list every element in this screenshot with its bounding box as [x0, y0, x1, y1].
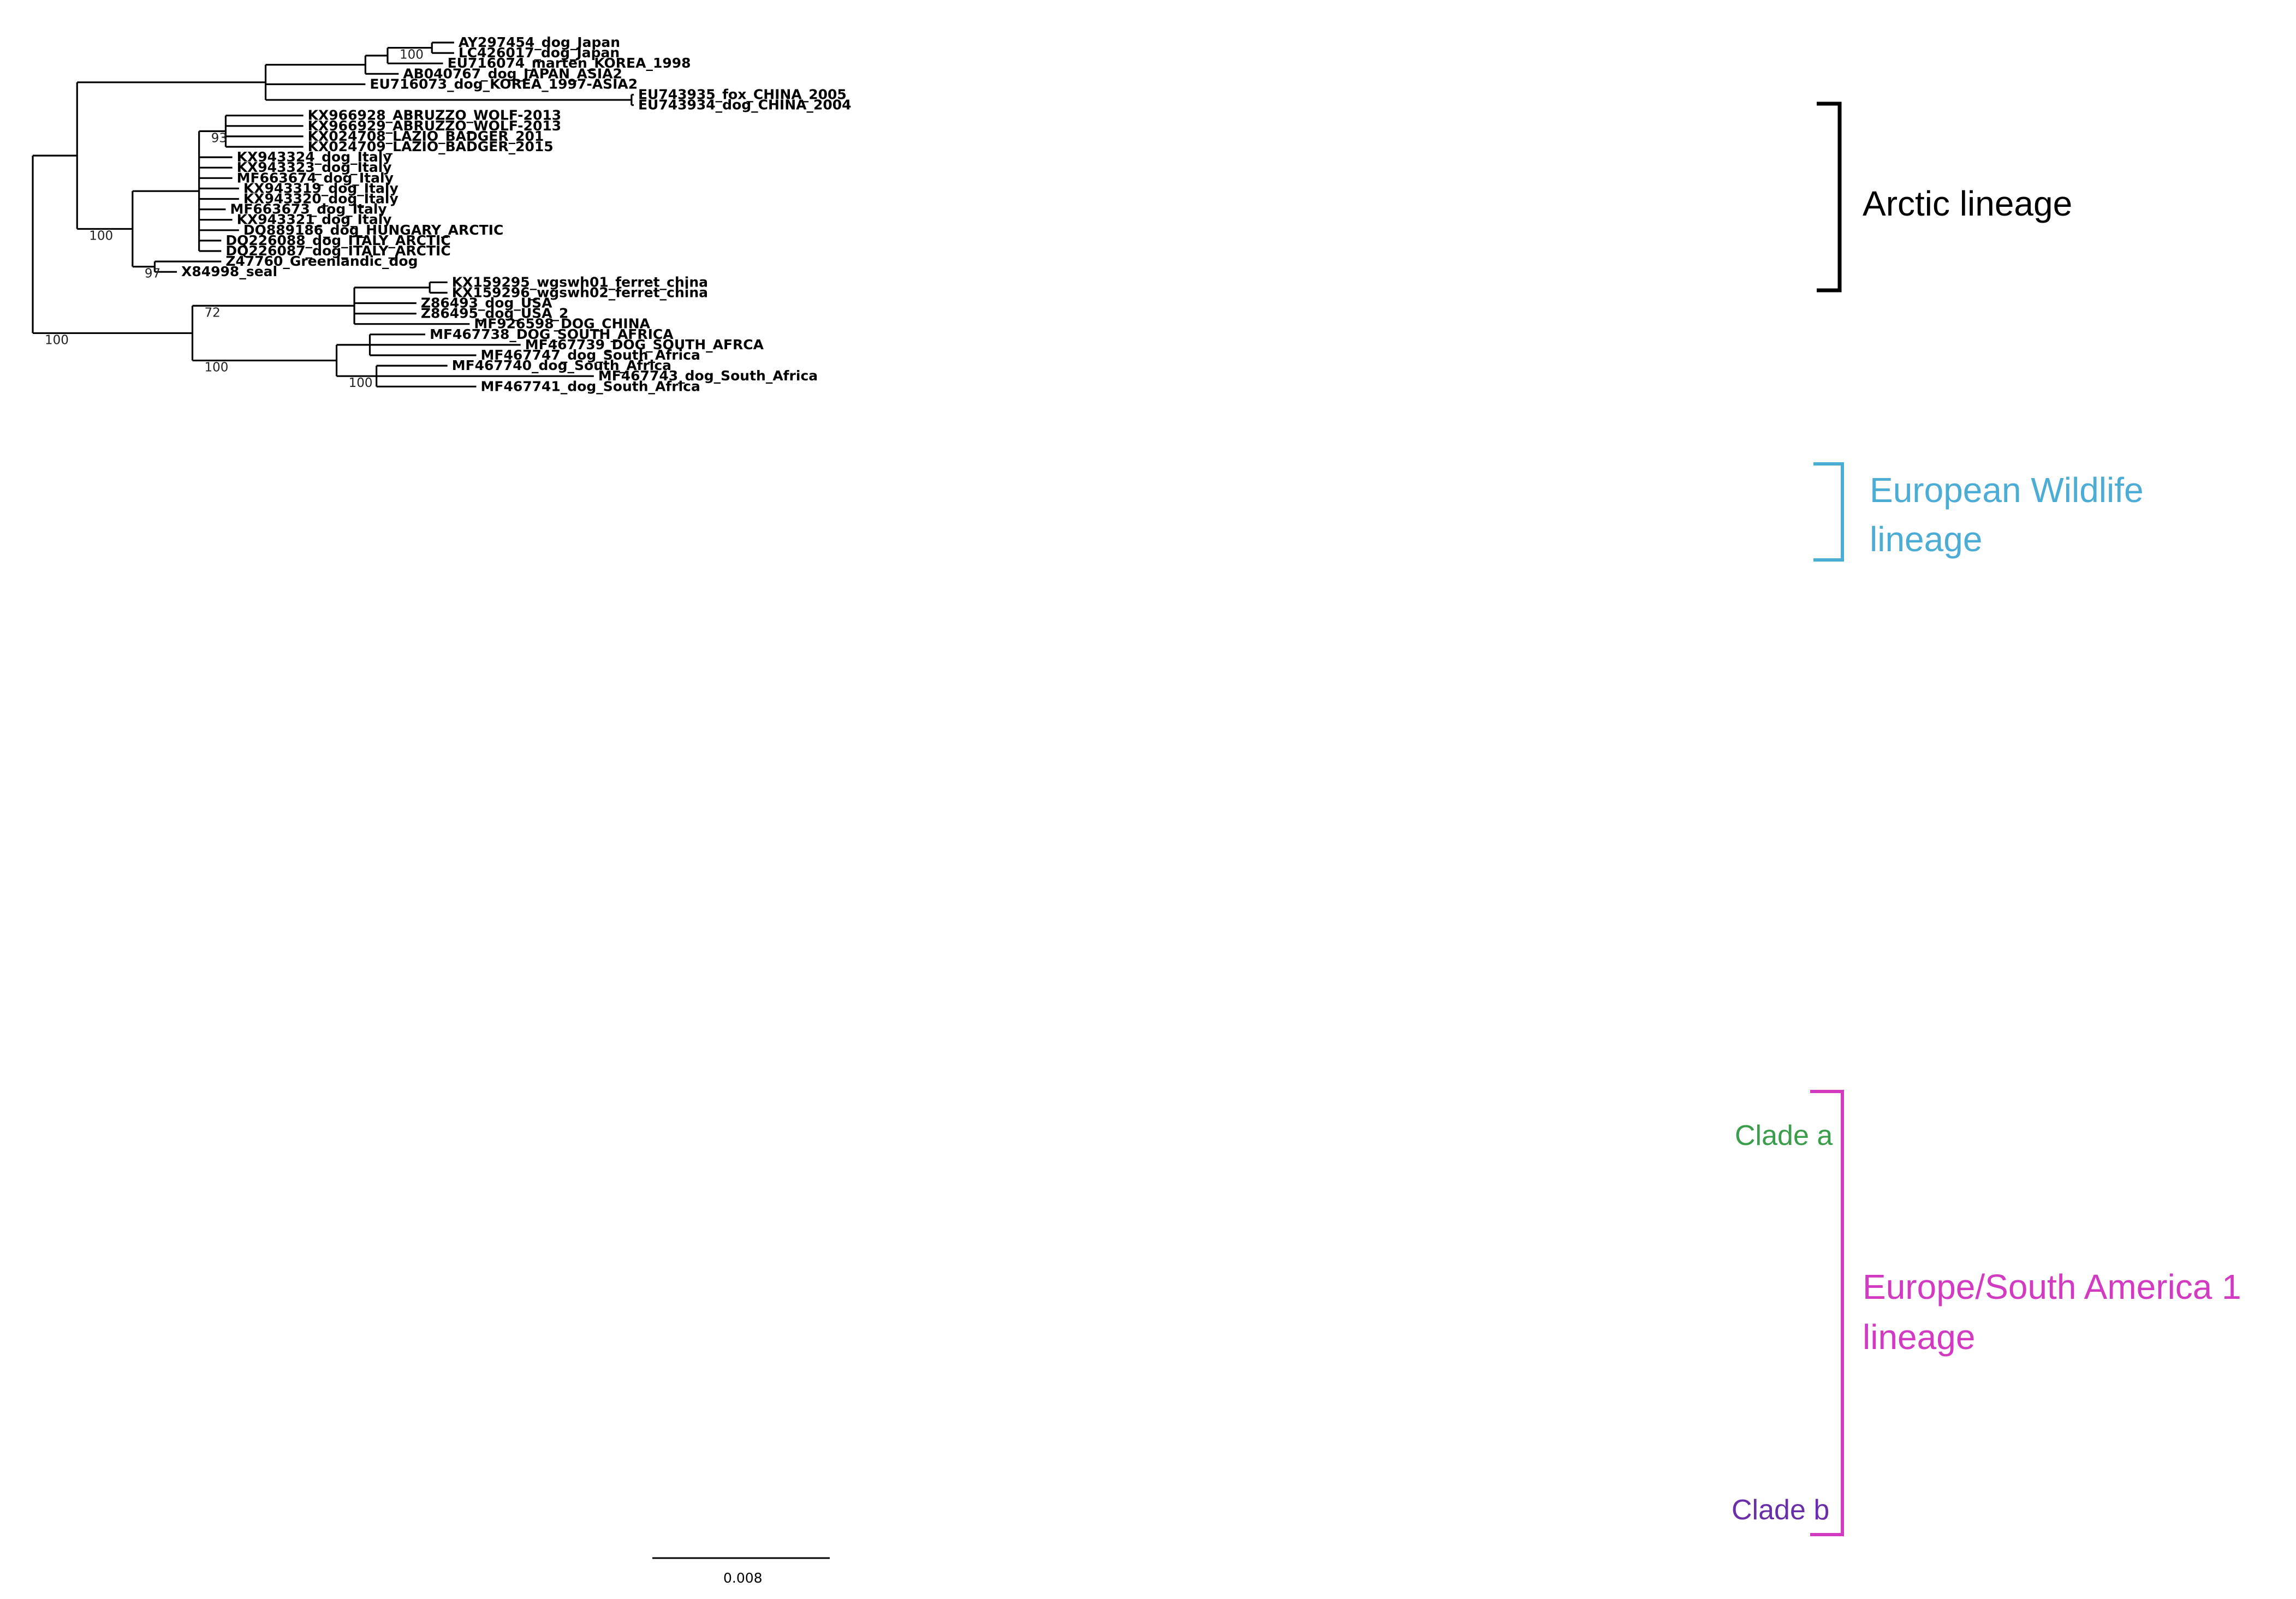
leaf-label: DQ226088_dog_ITALY_ARCTIC — [225, 232, 450, 248]
tree-leaf-labels: AY297454_dog_JapanLC426017_dog_JapanEU71… — [181, 34, 852, 394]
leaf-label: X84998_seal — [181, 264, 277, 279]
tree-branches — [32, 41, 634, 387]
leaf-label: KX943319_dog_Italy — [243, 180, 398, 196]
leaf-label: LC426017_dog_Japan — [459, 45, 620, 61]
europe-south-america-1-lineage-label-line2: lineage — [1863, 1317, 1975, 1357]
leaf-label: MF467740_dog_South_Africa — [452, 357, 671, 373]
leaf-label: MF663673_dog_Italy — [230, 201, 386, 217]
leaf-label: KX943323_dog_Italy — [237, 159, 392, 175]
bootstrap-value: 100 — [45, 333, 69, 347]
tree-bootstrap-values: 100 100 93 97 100 72 100 100 — [45, 48, 424, 391]
leaf-label: KX159295_wgswh01_ferret_china — [452, 274, 708, 290]
leaf-label: KX943320_dog_Italy — [243, 191, 398, 207]
europe-south-america-1-lineage-label-line1: Europe/South America 1 — [1863, 1267, 2241, 1306]
leaf-label: DQ226087_dog_ITALY_ARCTIC — [225, 243, 450, 259]
scale-bar: 0.008 — [652, 1557, 830, 1586]
bootstrap-value: 100 — [89, 229, 113, 243]
leaf-label: DQ889186_dog_HUNGARY_ARCTIC — [243, 222, 504, 238]
leaf-label: KX966929_ABRUZZO_WOLF-2013 — [308, 118, 562, 134]
leaf-label: MF467741_dog_South_Africa — [481, 378, 700, 394]
leaf-label: MF467738_DOG_SOUTH_AFRICA — [430, 326, 674, 342]
leaf-label: AY297454_dog_Japan — [459, 34, 620, 50]
leaf-label: EU716073_dog_KOREA_1997-ASIA2 — [370, 76, 638, 92]
european-wildlife-lineage-bracket: European Wildlife lineage — [1813, 462, 2144, 562]
scale-bar-label: 0.008 — [723, 1570, 763, 1586]
leaf-label: KX966928_ABRUZZO_WOLF-2013 — [308, 108, 562, 123]
clade-a-label: Clade a — [1735, 1120, 1833, 1151]
bootstrap-value: 72 — [205, 306, 221, 320]
arctic-lineage-label: Arctic lineage — [1863, 184, 2072, 223]
europe-south-america-1-lineage-bracket: Europe/South America 1 lineage — [1810, 1090, 2241, 1536]
european-wildlife-lineage-label-line1: European Wildlife — [1870, 470, 2144, 510]
european-wildlife-lineage-label-line2: lineage — [1870, 520, 1982, 559]
leaf-label: MF467747_dog_South_Africa — [481, 347, 700, 363]
leaf-label: KX943321_dog_Italy — [237, 212, 392, 228]
leaf-label: KX943324_dog_Italy — [237, 149, 392, 165]
leaf-label: MF467743_dog_South_Africa — [598, 368, 818, 384]
leaf-label: KX159296_wgswh02_ferret_china — [452, 284, 708, 300]
arctic-lineage-bracket: Arctic lineage — [1817, 102, 2072, 293]
bootstrap-value: 97 — [145, 267, 160, 281]
leaf-label: Z86495_dog_USA_2 — [421, 306, 569, 321]
leaf-label: Z47760_Greenlandic_dog — [225, 253, 418, 269]
bootstrap-value: 93 — [211, 131, 227, 145]
leaf-label: MF926598_DOG_CHINA — [474, 316, 650, 332]
leaf-label: EU743935_fox_CHINA_2005 — [638, 87, 847, 103]
leaf-label: EU743934_dog_CHINA_2004 — [638, 97, 852, 113]
leaf-label: KX024708_LAZIO_BADGER_201 — [308, 128, 544, 144]
bootstrap-value: 100 — [349, 376, 373, 390]
leaf-label: MF663674_dog_Italy — [237, 170, 394, 186]
leaf-label: EU716074_marten_KOREA_1998 — [448, 55, 691, 71]
leaf-label: KX024709_LAZIO_BADGER_2015 — [308, 139, 554, 154]
clade-b-label: Clade b — [1732, 1494, 1829, 1526]
bootstrap-value: 100 — [400, 48, 424, 62]
leaf-label: Z86493_dog_USA — [421, 295, 552, 311]
leaf-label: AB040767_dog_JAPAN_ASIA2 — [403, 65, 622, 81]
bootstrap-value: 100 — [205, 361, 229, 375]
leaf-label: MF467739_DOG_SOUTH_AFRCA — [525, 337, 764, 353]
